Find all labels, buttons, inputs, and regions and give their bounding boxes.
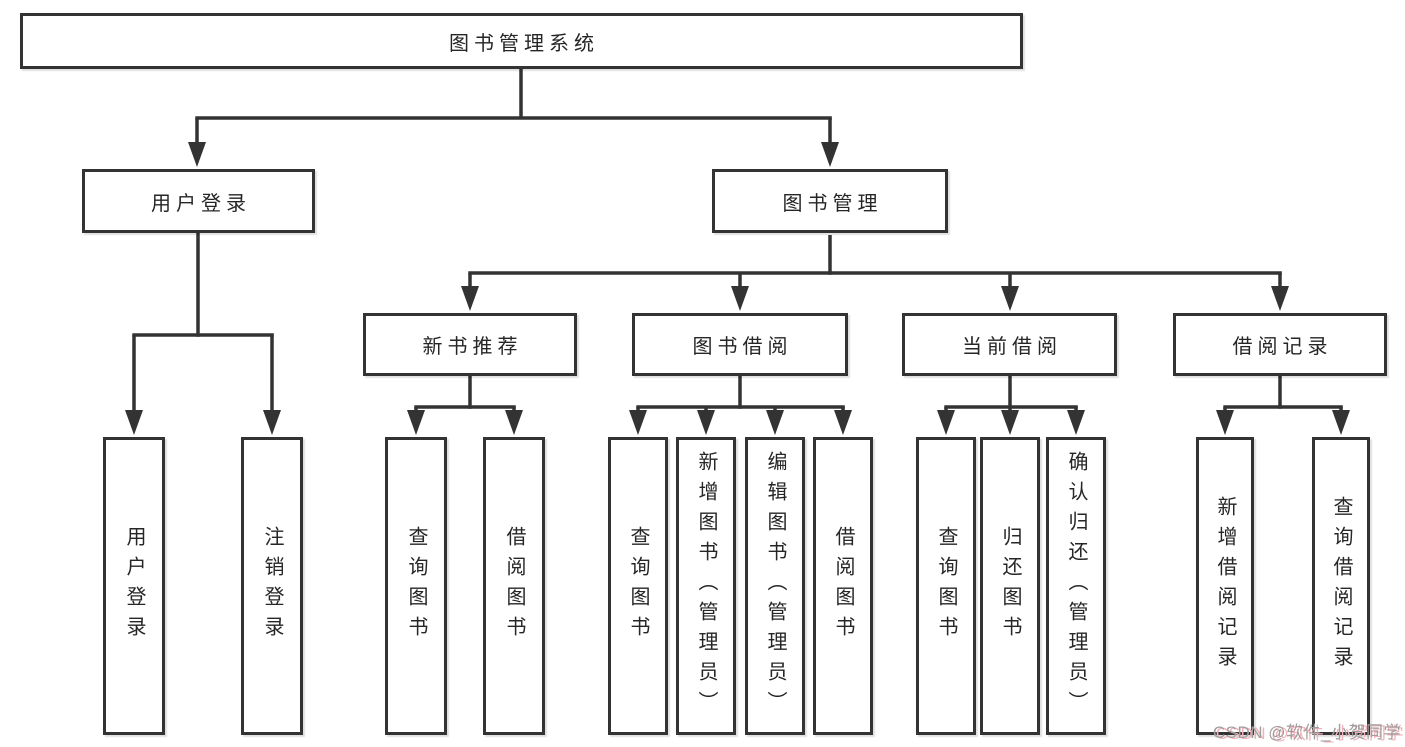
leaf-borrow-books-recommend: 借阅图书	[483, 437, 545, 735]
leaf-borrow-books: 借阅图书	[813, 437, 873, 735]
node-new-book-recommend: 新书推荐	[363, 313, 577, 376]
leaf-query-books-borrow: 查询图书	[608, 437, 668, 735]
leaf-edit-book-admin: 编辑图书（管理员）	[745, 437, 805, 735]
leaf-return-book: 归还图书	[980, 437, 1040, 735]
leaf-logout: 注销登录	[241, 437, 303, 735]
node-user-login: 用户登录	[82, 169, 315, 233]
leaf-query-borrow-record: 查询借阅记录	[1312, 437, 1370, 735]
csdn-watermark: CSDN @软件_小贺同学	[1212, 723, 1401, 742]
leaf-query-books-current: 查询图书	[916, 437, 976, 735]
node-current-borrow: 当前借阅	[902, 313, 1117, 376]
leaf-add-book-admin: 新增图书（管理员）	[676, 437, 736, 735]
leaf-query-books-recommend: 查询图书	[385, 437, 447, 735]
node-library-management-system: 图书管理系统	[20, 13, 1023, 69]
node-borrow-records: 借阅记录	[1173, 313, 1387, 376]
leaf-add-borrow-record: 新增借阅记录	[1196, 437, 1254, 735]
node-book-borrow: 图书借阅	[632, 313, 848, 376]
leaf-confirm-return-admin: 确认归还（管理员）	[1046, 437, 1106, 735]
node-book-management: 图书管理	[712, 169, 948, 233]
leaf-user-login: 用户登录	[103, 437, 165, 735]
